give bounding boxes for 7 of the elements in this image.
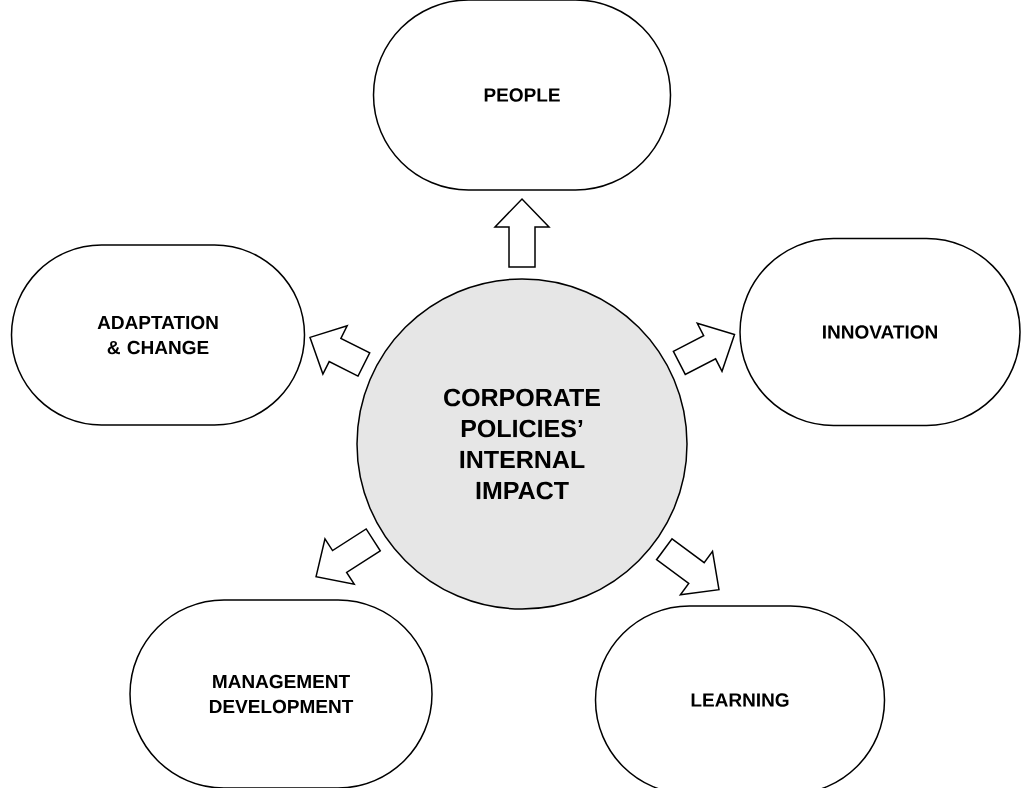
topic-box: LEARNING	[594, 605, 886, 788]
block-arrow	[672, 322, 736, 376]
topic-box: INNOVATION	[739, 237, 1021, 427]
topic-box: PEOPLE	[372, 0, 672, 191]
topic-box: MANAGEMENT DEVELOPMENT	[129, 599, 433, 788]
topic-box: ADAPTATION & CHANGE	[10, 244, 306, 426]
block-arrow	[493, 197, 551, 268]
